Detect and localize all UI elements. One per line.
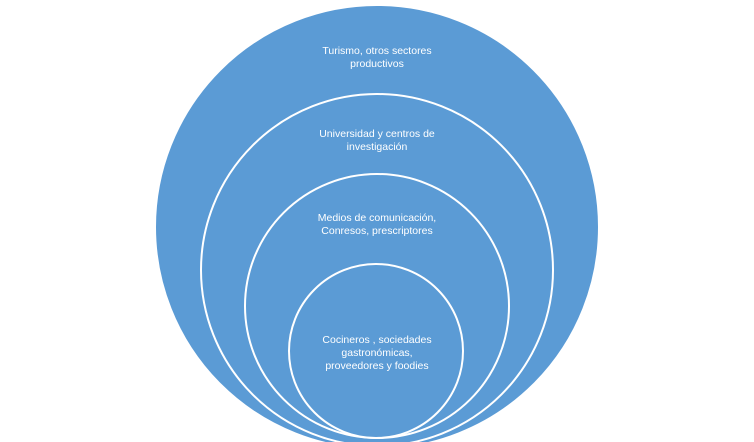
ring-inner-label-line3: proveedores y foodies <box>325 360 429 372</box>
ring-inner-label: Cocineros , sociedades gastronómicas, pr… <box>287 334 467 373</box>
ring-second-label-line1: Universidad y centros de <box>319 128 435 140</box>
ring-second-label-line2: investigación <box>346 141 408 153</box>
ring-outer-label: Turismo, otros sectores productivos <box>277 45 477 71</box>
ring-third-label-line1: Medios de comunicación, <box>317 212 437 224</box>
ring-inner-circle <box>288 263 464 439</box>
ring-third-label: Medios de comunicación, Conresos, prescr… <box>277 212 477 238</box>
ring-outer-label-line2: productivos <box>350 58 404 70</box>
ring-second-label: Universidad y centros de investigación <box>277 128 477 154</box>
ring-inner-label-line2: gastronómicas, <box>341 347 413 359</box>
ring-inner-label-line1: Cocineros , sociedades <box>322 334 432 346</box>
ring-outer-label-line1: Turismo, otros sectores <box>322 45 432 57</box>
ring-third-label-line2: Conresos, prescriptores <box>321 225 433 237</box>
